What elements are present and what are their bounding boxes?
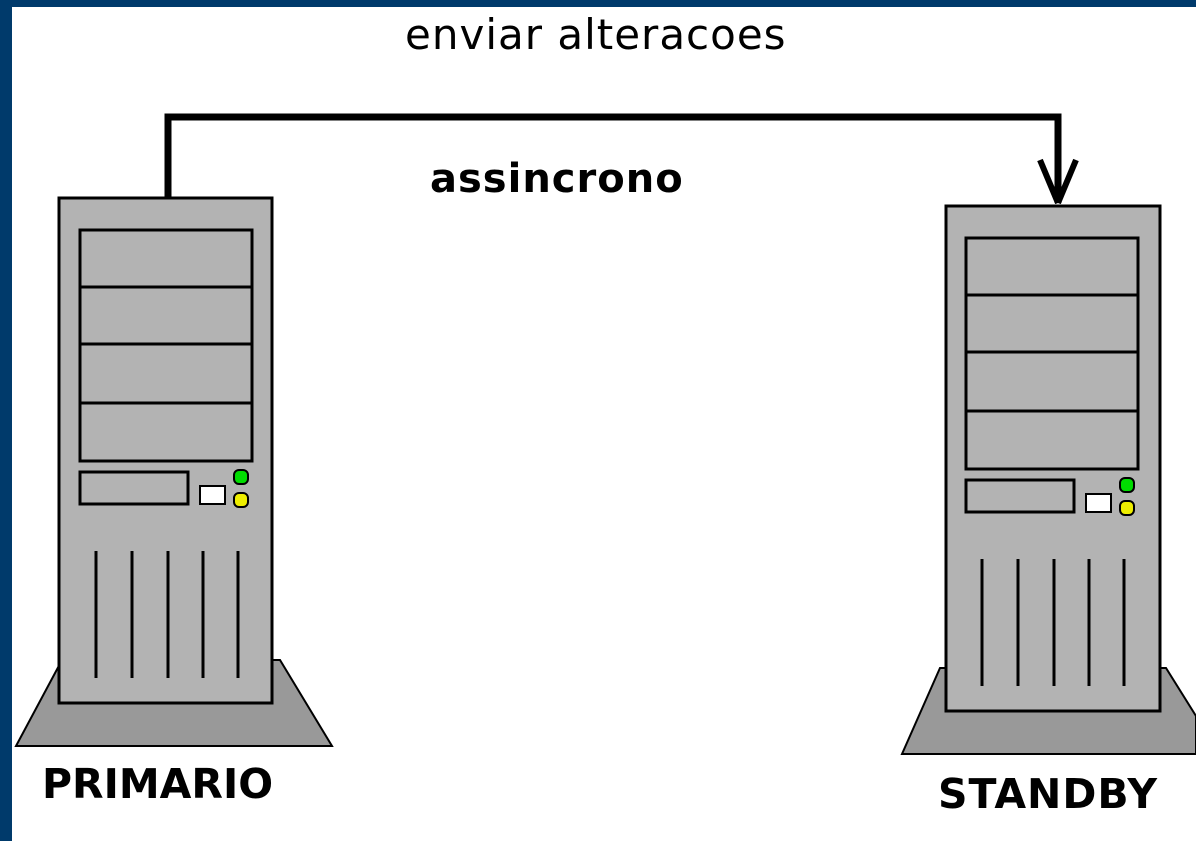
led-yellow [1119,500,1135,516]
connection-title: enviar alteracoes [405,10,787,59]
replication-mode-label: assincrono [430,156,684,202]
led-yellow [233,492,249,508]
standby-server-label: STANDBY [938,770,1159,818]
arrow-down-icon [1037,158,1079,205]
led-green [233,469,249,485]
replication-connector-line [164,113,1062,203]
frame-border-top [0,0,1196,7]
disk-slot [964,478,1076,514]
frame-border-left [0,0,12,841]
standby-server-icon [900,204,1196,755]
disk-slot [78,470,190,506]
led-green [1119,477,1135,493]
power-button [199,485,226,505]
power-button [1085,493,1112,513]
primary-server-icon [14,196,334,747]
primary-server-label: PRIMARIO [42,760,274,808]
